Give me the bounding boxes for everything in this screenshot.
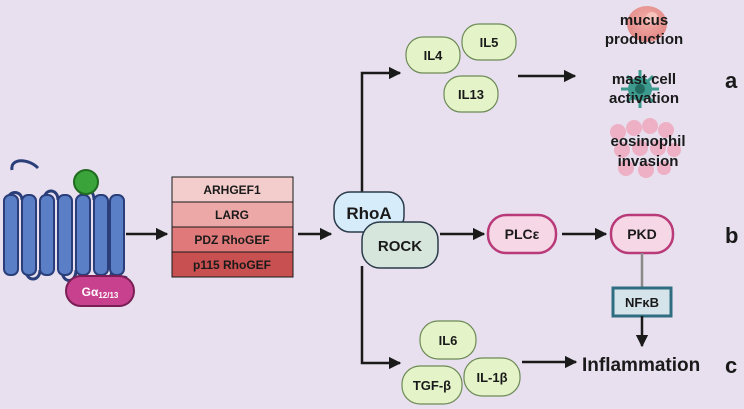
il1-node [463,357,521,397]
inflammation-label: Inflammation [582,355,700,376]
gef-box-3 [171,226,294,253]
eos-line1: eosinophil [611,133,686,150]
marker-b: b [725,223,738,248]
nfkb-label: NFκB [625,295,659,310]
marker-a: a [725,68,738,93]
tm-helix-2 [21,194,37,276]
il13-node [443,75,499,113]
svg-text:Gα12/13: Gα12/13 [82,285,119,300]
eos-line2: invasion [618,153,679,170]
gef-box-2 [171,201,294,228]
g-protein-subscript: 12/13 [98,291,119,300]
mucus-cell-icon [627,6,667,42]
mucus-line2: production [605,31,683,48]
rock-node [361,221,439,269]
tgf-label: TGF-β [413,378,451,393]
g-protein-label: Gα [82,285,99,299]
receptor-n-terminus [10,159,40,171]
gef-label-pdz-rhogef: PDZ RhoGEF [194,233,269,247]
tm-helix-7 [109,194,125,276]
il4-label: IL4 [424,48,444,63]
mast-line2: activation [609,90,679,107]
mast-cell-icon [621,70,659,108]
pkd-label: PKD [627,226,657,242]
gef-label-p115-rhogef: p115 RhoGEF [193,258,271,272]
gef-stack: ARHGEF1 LARG PDZ RhoGEF p115 RhoGEF [171,176,294,278]
gef-label-larg: LARG [215,208,249,222]
tm-helix-1 [3,194,19,276]
tgf-node [401,365,463,405]
plc-node [486,213,558,255]
gef-label-arhgef1: ARHGEF1 [203,183,261,197]
nfkb-node [611,286,673,318]
arrow-to-bottom-cytokines [360,266,402,370]
tm-helix-4 [57,194,73,276]
gef-box-4 [171,251,294,278]
tm-helix-6 [93,194,109,276]
mast-line1: mast cell [612,71,676,88]
ligand-circle [73,169,99,195]
il5-node [461,23,517,61]
rock-label: ROCK [378,238,422,255]
plc-label: PLCε [505,226,540,242]
il1-label: IL-1β [476,370,507,385]
marker-c: c [725,353,737,378]
il6-node [419,320,477,360]
g-protein: Gα12/13 [65,275,135,307]
il13-label: IL13 [458,87,484,102]
gpcr-receptor [3,159,128,282]
arrow-to-top-interleukins [360,66,402,193]
il6-label: IL6 [439,333,458,348]
rhoa-label: RhoA [346,204,391,223]
tm-helix-5 [75,194,91,276]
eosinophil-icon [610,118,681,178]
mucus-line1: mucus [620,12,668,29]
il5-label: IL5 [480,35,499,50]
il4-node [405,36,461,74]
tm-helix-3 [39,194,55,276]
